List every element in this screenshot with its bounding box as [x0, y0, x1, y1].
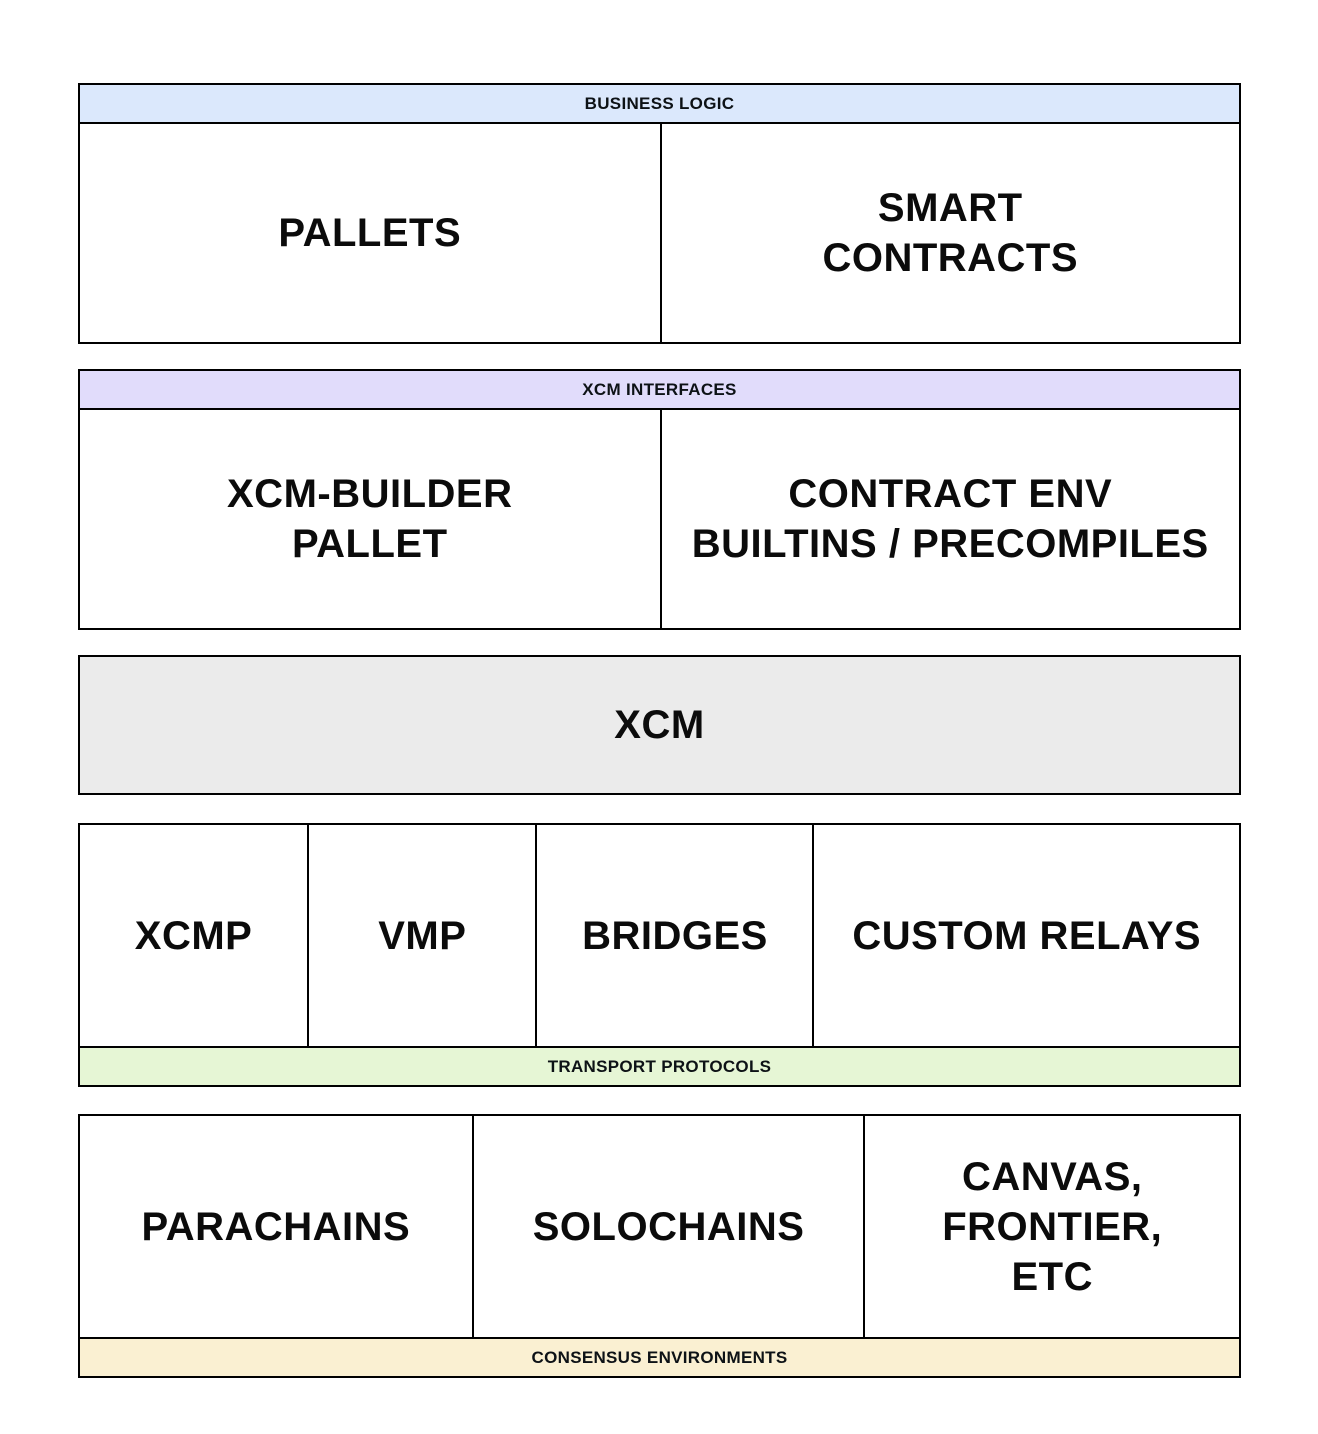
consensus-environments-footer: CONSENSUS ENVIRONMENTS — [78, 1339, 1241, 1378]
cell-xcm-builder-pallet: XCM-BUILDER PALLET — [227, 472, 513, 566]
cell-vmp: VMP — [307, 825, 535, 1046]
section-transport-protocols: XCMP VMP BRIDGES CUSTOM RELAYS TRANSPORT… — [78, 823, 1241, 1087]
xcm-interfaces-header: XCM INTERFACES — [78, 369, 1241, 408]
xcm-interfaces-cells: XCM-BUILDER PALLET CONTRACT ENV BUILTINS… — [78, 408, 1241, 630]
cell-xcmp: XCMP — [134, 913, 253, 958]
section-business-logic: BUSINESS LOGIC PALLETS SMART CONTRACTS — [78, 83, 1241, 344]
layer-stack: BUSINESS LOGIC PALLETS SMART CONTRACTS X… — [78, 83, 1241, 1378]
business-logic-header: BUSINESS LOGIC — [78, 83, 1241, 122]
cell-custom-relays: CUSTOM RELAYS — [812, 825, 1239, 1046]
cell-bridges: BRIDGES — [535, 825, 812, 1046]
transport-protocols-cells: XCMP VMP BRIDGES CUSTOM RELAYS — [78, 823, 1241, 1048]
xcm-bar: XCM — [78, 655, 1241, 795]
cell-contract-env-builtins-precompiles: CONTRACT ENV BUILTINS / PRECOMPILES — [659, 410, 1240, 628]
section-consensus-environments: PARACHAINS SOLOCHAINS CANVAS, FRONTIER, … — [78, 1114, 1241, 1378]
cell-solochains: SOLOCHAINS — [471, 1116, 864, 1337]
cell-pallets: PALLETS — [278, 211, 462, 255]
cell-canvas-frontier-etc: CANVAS, FRONTIER, ETC — [863, 1116, 1239, 1337]
consensus-environments-cells: PARACHAINS SOLOCHAINS CANVAS, FRONTIER, … — [78, 1114, 1241, 1339]
section-xcm-interfaces: XCM INTERFACES XCM-BUILDER PALLET CONTRA… — [78, 369, 1241, 630]
business-logic-cells: PALLETS SMART CONTRACTS — [78, 122, 1241, 344]
transport-protocols-footer: TRANSPORT PROTOCOLS — [78, 1048, 1241, 1087]
cell-parachains: PARACHAINS — [141, 1204, 411, 1249]
cell-smart-contracts: SMART CONTRACTS — [659, 124, 1240, 342]
